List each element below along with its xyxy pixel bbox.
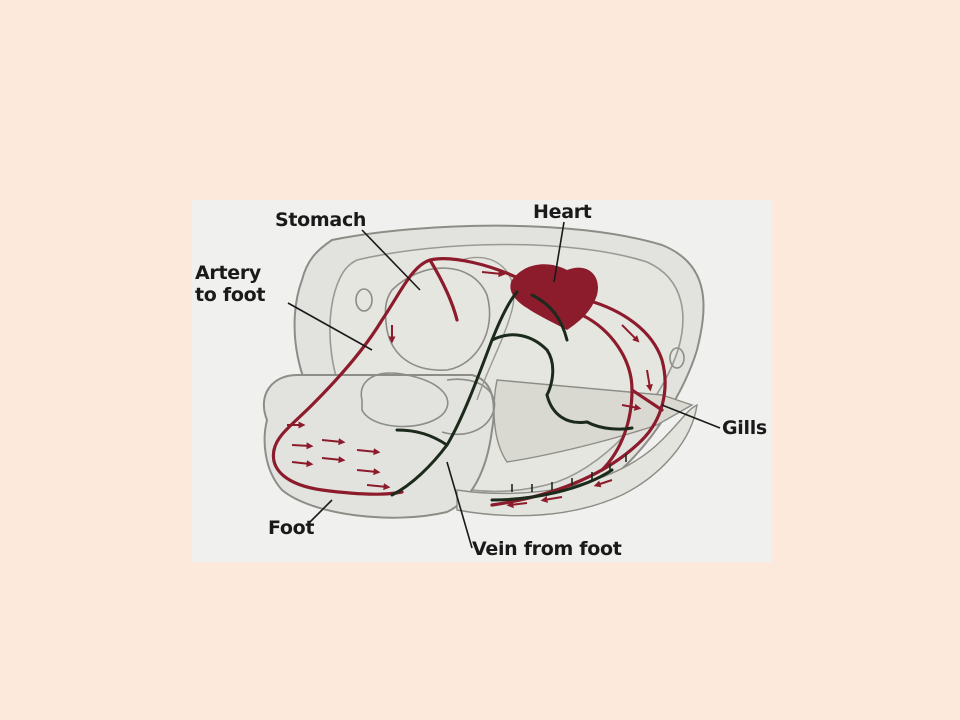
stomach-outline — [384, 267, 491, 371]
artery-label-line1: Artery — [195, 262, 261, 284]
stomach-label: Stomach — [275, 209, 367, 231]
leader-lines — [287, 221, 721, 549]
flow-arrows — [287, 270, 653, 509]
vein-label: Vein from foot — [472, 538, 622, 560]
heart-label: Heart — [533, 201, 592, 223]
arteries — [271, 257, 667, 507]
intestine-coil — [461, 256, 515, 401]
clam-circulation-diagram — [262, 221, 721, 549]
posterior-muscle — [669, 347, 685, 369]
rim-arrows — [511, 454, 627, 492]
lower-mantle-edge — [456, 403, 698, 517]
heart-shape — [510, 264, 598, 330]
gills-shape — [493, 379, 694, 463]
gills-label: Gills — [722, 417, 767, 439]
foot-label: Foot — [268, 517, 315, 539]
intestine-loop — [360, 372, 496, 436]
artery-label-line2: to foot — [195, 284, 266, 306]
anterior-muscle — [355, 288, 373, 312]
veins — [390, 290, 634, 502]
